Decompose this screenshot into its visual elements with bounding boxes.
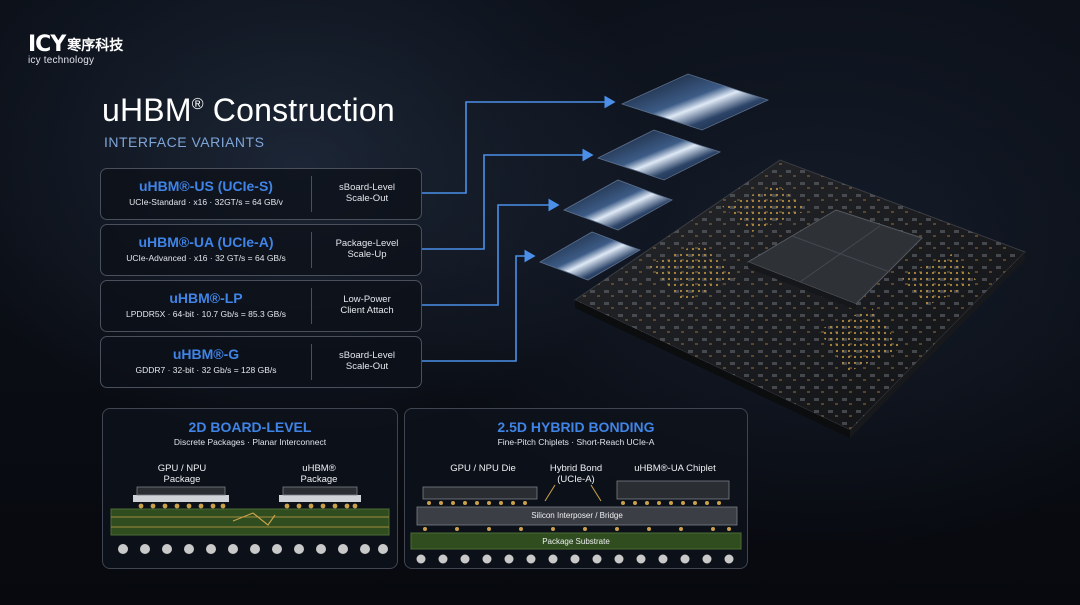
layer-tile-lp <box>563 179 673 231</box>
variant-card-g: uHBM®-G GDDR7 · 32-bit · 32 Gb/s = 128 G… <box>100 336 422 388</box>
title-main: uHBM <box>102 92 192 128</box>
interposer-bumps <box>423 527 731 531</box>
label-line-1: Hybrid Bond <box>549 463 603 474</box>
arrow-g <box>422 249 536 362</box>
gpu-die <box>422 486 538 500</box>
panel-subtitle: Fine-Pitch Chiplets · Short-Reach UCIe-A <box>497 437 655 447</box>
bga-pad-left <box>648 243 736 302</box>
panel-subtitle: Discrete Packages · Planar Interconnect <box>173 437 327 447</box>
panel-title: 2D BOARD-LEVEL <box>188 419 312 435</box>
uhbm-package-label: uHBM®Package <box>279 463 359 485</box>
hybrid-bond-bumps <box>427 501 721 505</box>
role-line-1: sBoard-Level <box>339 350 395 361</box>
label-line-2: Package <box>163 474 201 485</box>
variant-name: uHBM®-US (UCIe-S) <box>139 178 273 194</box>
gpu-package <box>133 495 229 502</box>
uhbm-package <box>279 495 361 502</box>
variant-detail: UCIe-Advanced · x16 · 32 GT/s = 64 GB/s <box>126 253 286 263</box>
variant-name: uHBM®-LP <box>169 290 243 306</box>
silicon-interposer <box>416 506 738 526</box>
role-line-1: sBoard-Level <box>339 182 395 193</box>
page-subtitle: INTERFACE VARIANTS <box>104 134 265 150</box>
board-2d-diagram <box>110 486 390 554</box>
role-line-1: Low-Power <box>343 294 391 305</box>
bga-pad-right <box>900 254 978 306</box>
logo-mark: ICY <box>28 32 66 57</box>
substrate-solder-balls <box>416 554 734 564</box>
connector-arrows <box>422 95 616 362</box>
chiplet-label: uHBM®-UA Chiplet <box>634 463 716 474</box>
variant-detail: GDDR7 · 32-bit · 32 Gb/s = 128 GB/s <box>135 365 277 375</box>
variant-detail: UCIe-Standard · x16 · 32GT/s = 64 GB/v <box>129 197 283 207</box>
variant-divider <box>311 176 312 212</box>
panel-title: 2.5D HYBRID BONDING <box>497 419 655 435</box>
role-line-1: Package-Level <box>335 238 399 249</box>
logo-subtitle: icy technology <box>28 55 95 66</box>
variant-name: uHBM®-UA (UCIe-A) <box>138 234 274 250</box>
layer-tile-g <box>539 231 641 281</box>
variant-detail: LPDDR5X · 64-bit · 10.7 Gb/s = 85.3 GB/s <box>126 309 286 319</box>
logo-chinese-name: 寒序科技 <box>67 37 124 54</box>
exploded-layers <box>539 73 770 281</box>
label-line-1: uHBM® <box>302 463 336 474</box>
role-line-2: Scale-Out <box>345 361 389 372</box>
variant-divider <box>311 232 312 268</box>
layer-tile-ua <box>596 129 722 181</box>
bga-pad-top <box>722 185 808 232</box>
uhbm-chiplet <box>616 480 730 500</box>
variant-name: uHBM®-G <box>172 346 240 362</box>
hybrid-bond-label: Hybrid Bond(UCIe-A) <box>535 463 617 485</box>
hybrid-bonding-diagram <box>410 480 742 564</box>
package-balls <box>138 503 358 509</box>
variant-divider <box>311 288 312 324</box>
package-substrate <box>410 532 742 550</box>
variant-card-us: uHBM®-US (UCIe-S) UCIe-Standard · x16 · … <box>100 168 422 220</box>
variant-card-ua: uHBM®-UA (UCIe-A) UCIe-Advanced · x16 · … <box>100 224 422 276</box>
role-line-2: Scale-Up <box>347 249 387 260</box>
interposer-label: Silicon Interposer / Bridge <box>531 511 623 520</box>
variant-card-lp: uHBM®-LP LPDDR5X · 64-bit · 10.7 Gb/s = … <box>100 280 422 332</box>
substrate-label: Package Substrate <box>542 537 610 546</box>
page-title: uHBM® Construction <box>102 92 395 129</box>
variant-divider <box>311 344 312 380</box>
arrow-lp <box>422 198 560 306</box>
role-line-2: Client Attach <box>340 305 394 316</box>
label-line-2: Package <box>300 474 338 485</box>
board-solder-balls <box>118 544 388 554</box>
panel-hybrid-bonding: 2.5D HYBRID BONDING Fine-Pitch Chiplets … <box>404 408 748 569</box>
layer-tile-us <box>620 73 770 131</box>
arrow-ua <box>422 148 594 250</box>
panel-2d-board-level: 2D BOARD-LEVEL Discrete Packages · Plana… <box>102 408 398 569</box>
chip-board <box>573 159 1026 438</box>
label-line-1: GPU / NPU <box>157 463 207 474</box>
role-line-2: Scale-Out <box>345 193 389 204</box>
title-rest: Construction <box>203 92 395 128</box>
gpu-die-label: GPU / NPU Die <box>450 463 516 474</box>
arrow-us <box>422 95 616 194</box>
label-line-2: (UCIe-A) <box>557 474 595 485</box>
pcb-board <box>110 508 390 536</box>
bga-pad-bottom <box>818 308 902 372</box>
title-registered: ® <box>191 96 204 113</box>
